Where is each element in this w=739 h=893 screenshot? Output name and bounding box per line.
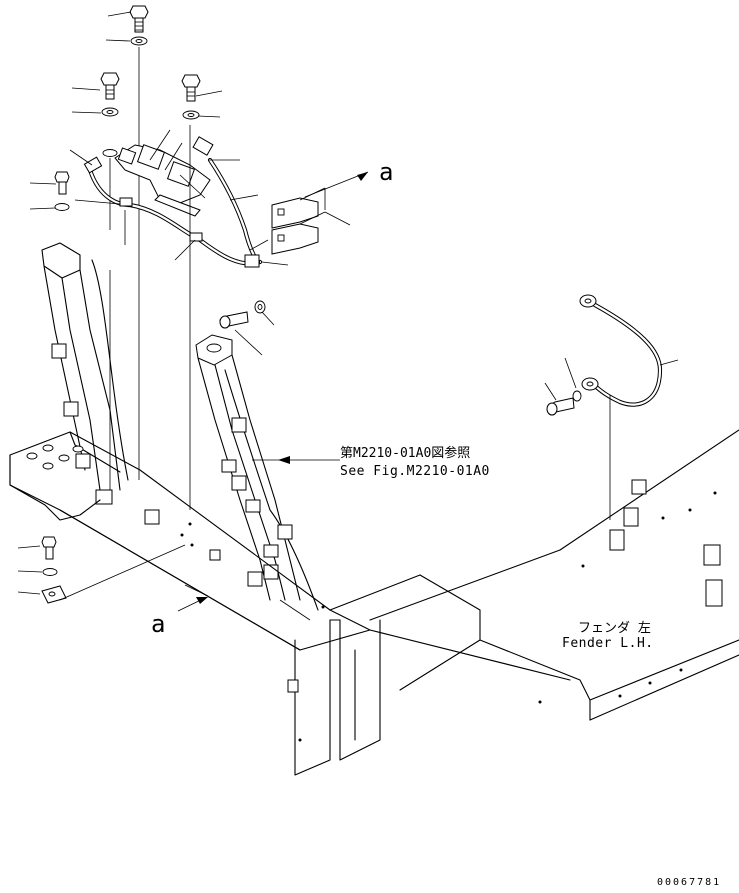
- fender: [279, 429, 739, 776]
- right-bolt: [181, 74, 223, 120]
- top-bolt: [105, 5, 149, 480]
- relay-bracket: [114, 125, 211, 510]
- small-left-bolt: [29, 171, 70, 211]
- center-bolt: [219, 300, 275, 356]
- view-marker-top: a: [379, 158, 394, 186]
- figure-reference-japanese: 第M2210-01A0図参照: [340, 446, 471, 461]
- fender-label-japanese: フェンダ 左: [578, 621, 651, 636]
- left-upright-post: [41, 242, 129, 505]
- bottom-view-arrow: [177, 597, 208, 612]
- view-a-brackets: [271, 171, 369, 255]
- figure-reference-english: See Fig.M2210-01A0: [340, 464, 490, 479]
- wire-harness: [69, 136, 289, 268]
- drawing-number: 00067781: [657, 877, 722, 888]
- ground-bolt: [544, 357, 582, 416]
- bottom-left-bolt: [17, 536, 186, 604]
- right-upright-post: [195, 334, 340, 611]
- left-bolt: [71, 72, 120, 230]
- ground-cable: [579, 294, 679, 520]
- view-marker-bottom: a: [151, 610, 166, 638]
- fender-label-english: Fender L.H.: [562, 636, 654, 651]
